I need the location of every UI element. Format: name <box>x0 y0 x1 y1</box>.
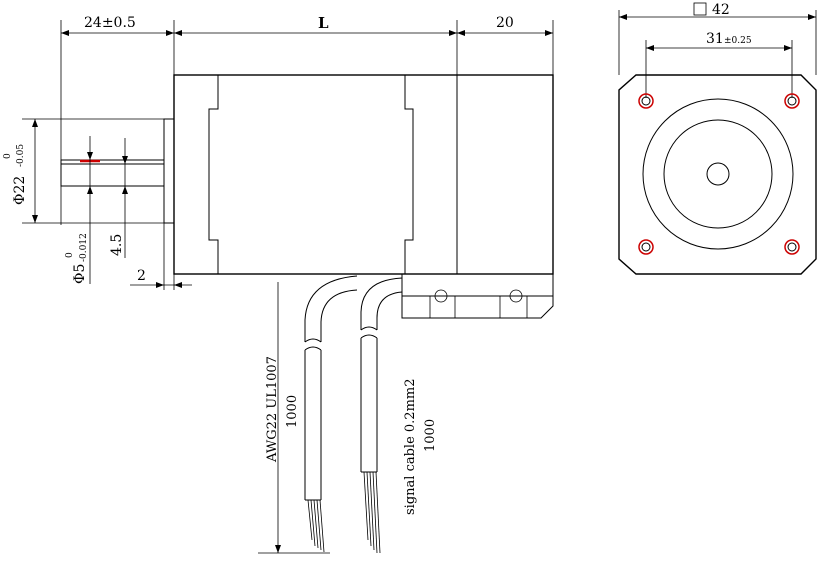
motor-body <box>173 74 554 275</box>
front-flange <box>618 74 817 275</box>
svg-text:-0.012: -0.012 <box>79 233 89 262</box>
front-view-dimensions <box>618 2 817 98</box>
svg-text:Φ22: Φ22 <box>12 176 28 205</box>
svg-text:0: 0 <box>65 252 75 258</box>
power-cable-spec: AWG22 UL1007 <box>265 356 280 463</box>
connector-screw-left-icon <box>434 289 448 303</box>
mounting-hole-bottom-left-icon <box>638 239 654 255</box>
boss-height-label: 2 <box>137 268 146 284</box>
left-dimension-lines <box>22 118 192 290</box>
power-cable <box>304 275 358 553</box>
top-dimension-lines <box>60 20 554 225</box>
shaft-length-label: 24±0.5 <box>84 15 136 31</box>
motor-shaft <box>60 159 165 187</box>
connector-block <box>401 274 554 319</box>
mounting-hole-bottom-right-icon <box>784 239 800 255</box>
boss-diameter-label: Φ22 0 -0.05 <box>3 144 28 205</box>
mounting-hole-top-left-icon <box>638 93 654 109</box>
mounting-hole-top-right-icon <box>784 93 800 109</box>
signal-cable <box>360 277 403 554</box>
svg-text:-0.05: -0.05 <box>16 144 26 167</box>
mounting-boss <box>163 118 175 224</box>
body-length-label: L <box>318 14 329 32</box>
power-cable-length: 1000 <box>285 395 300 428</box>
flange-square-label: 42 <box>712 2 730 18</box>
shaft-diameter-label: Φ5 0 -0.012 <box>65 233 89 284</box>
svg-text:0: 0 <box>3 153 13 159</box>
signal-cable-length: 1000 <box>423 419 438 452</box>
connector-screw-right-icon <box>509 289 523 303</box>
svg-text:Φ5: Φ5 <box>72 264 88 284</box>
cable-length-dimension <box>258 282 330 554</box>
hole-spacing-label: 31 <box>706 31 724 47</box>
rear-length-label: 20 <box>496 15 514 31</box>
signal-cable-spec: signal cable 0.2mm2 <box>403 379 418 516</box>
flat-depth-label: 4.5 <box>109 234 125 256</box>
hole-spacing-tolerance: ±0.25 <box>724 36 752 46</box>
